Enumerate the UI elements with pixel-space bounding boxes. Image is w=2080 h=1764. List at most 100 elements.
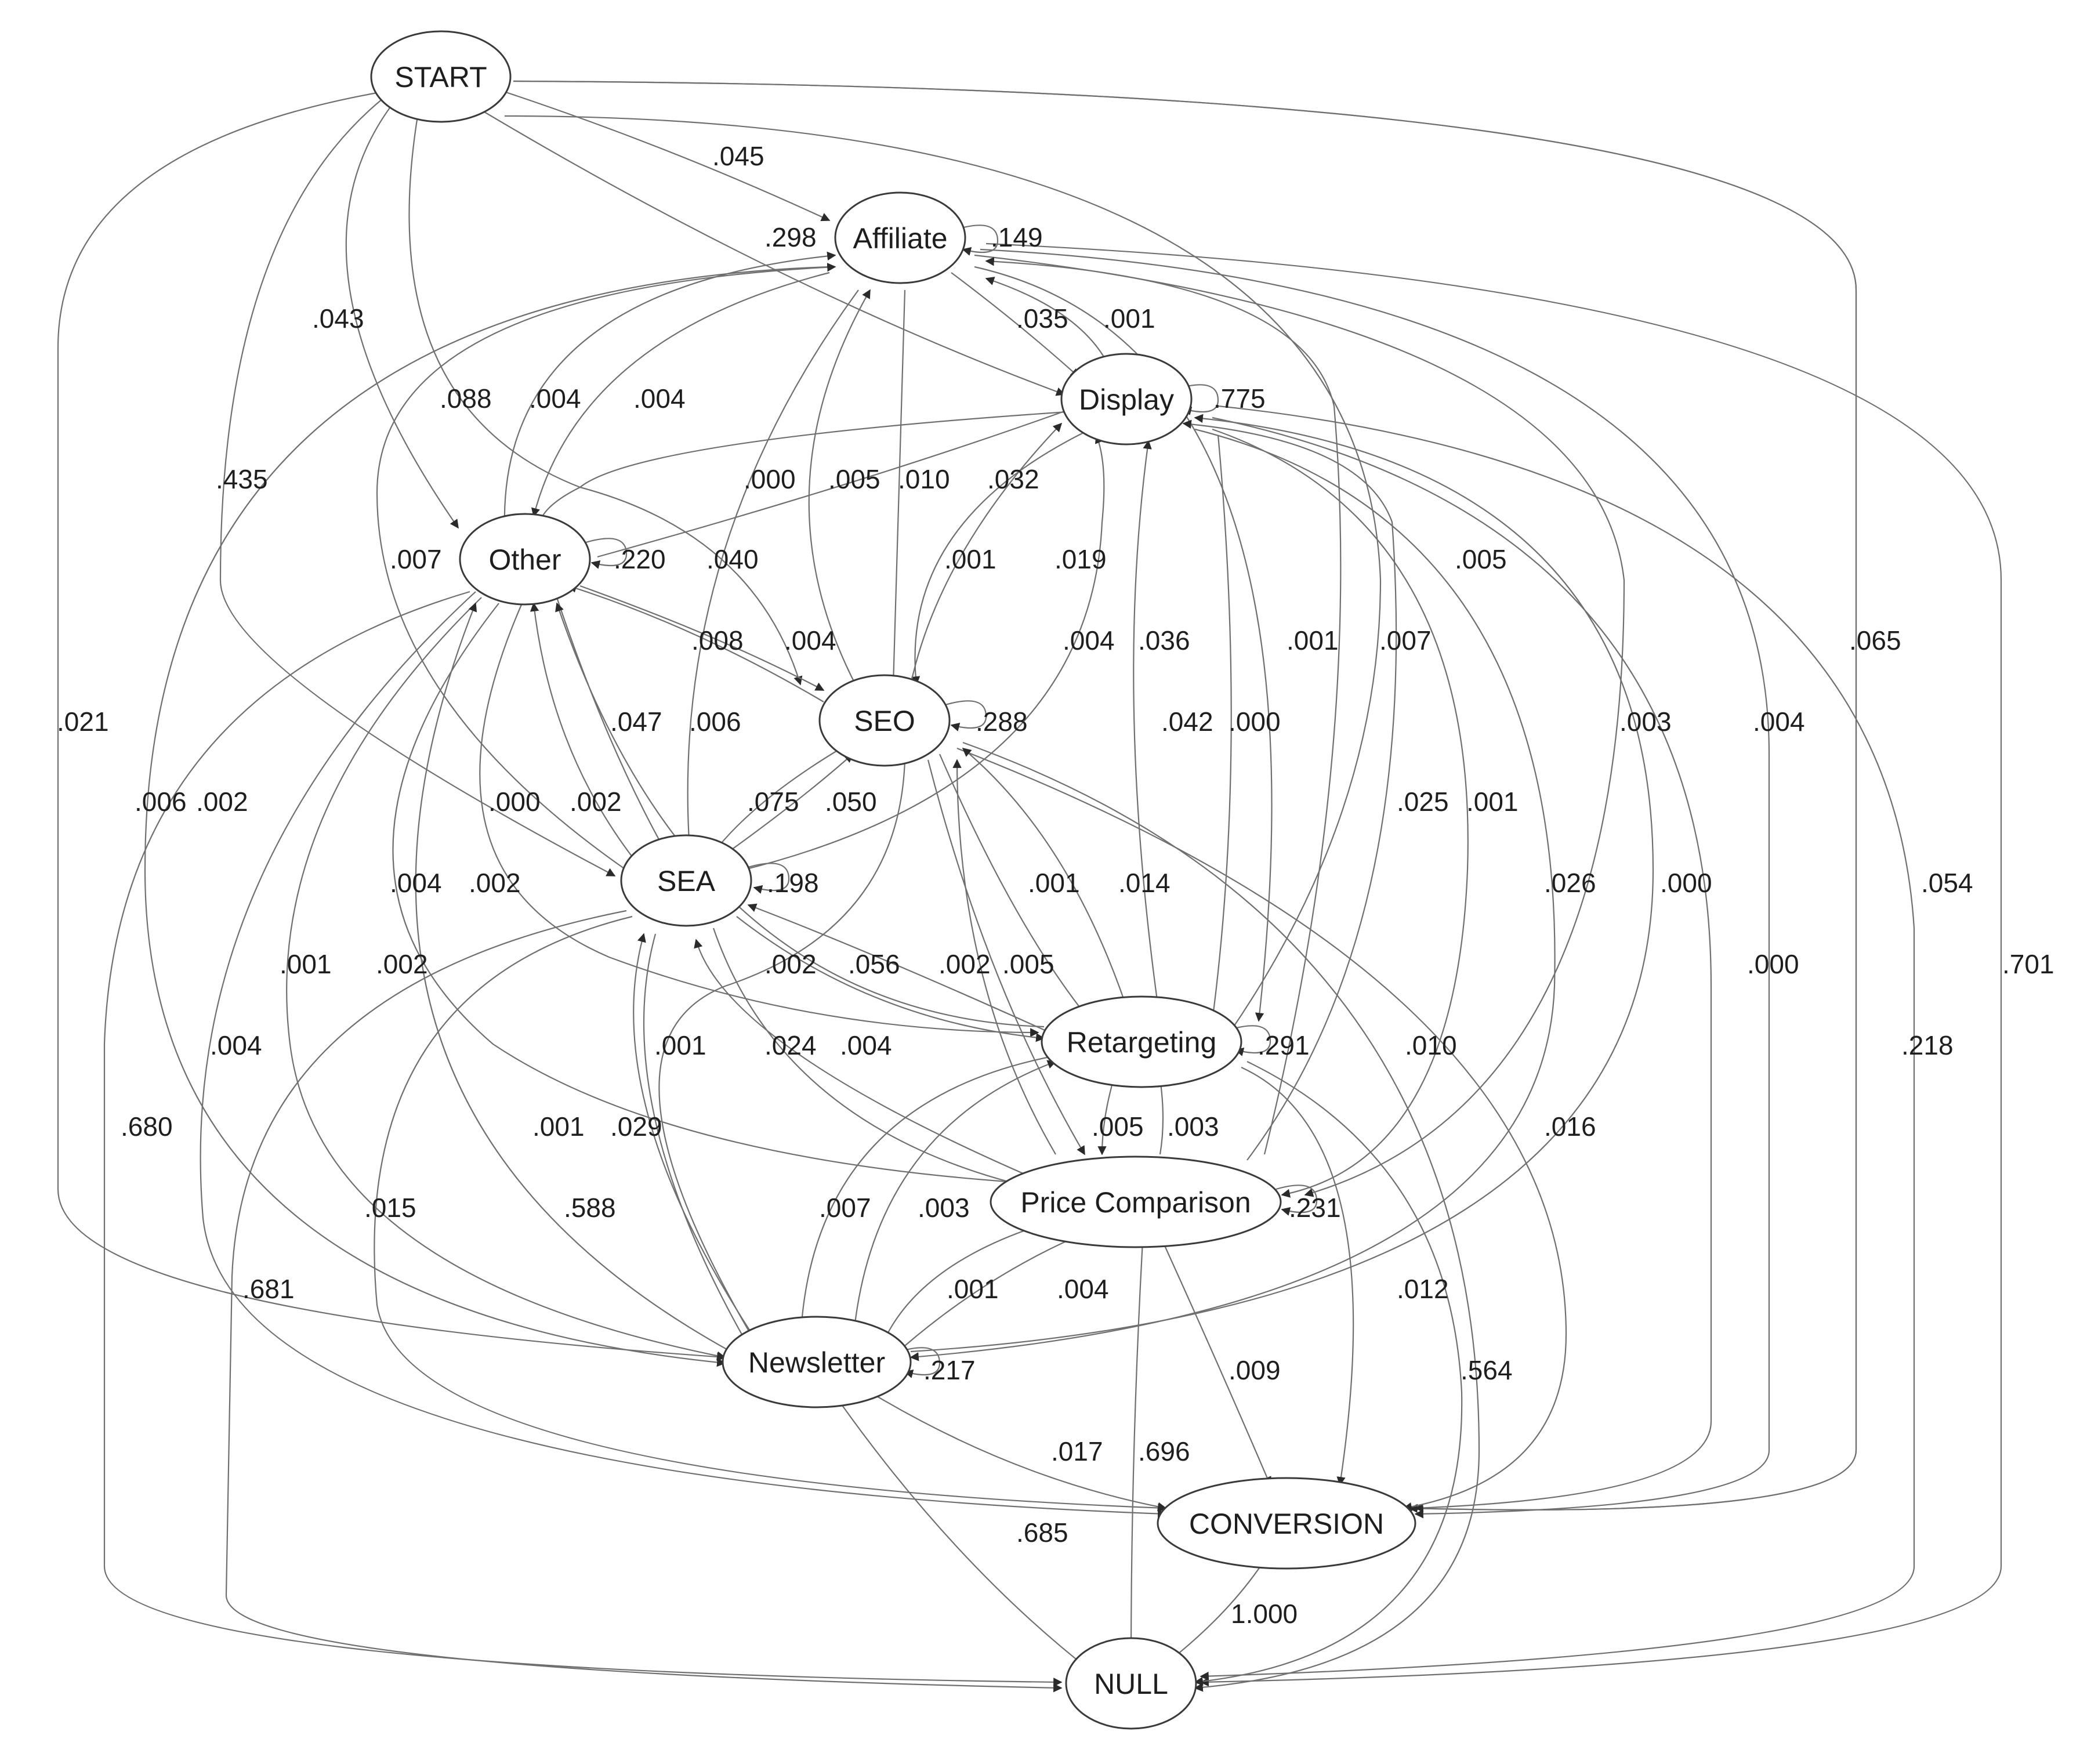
- edge-label: .008: [691, 625, 744, 655]
- node-seo-shape: [818, 674, 951, 767]
- edge-label: .032: [987, 464, 1039, 494]
- transition-edges: [57, 80, 2002, 1693]
- edge-seo-display: [909, 422, 1063, 685]
- edge-label: .012: [1397, 1274, 1449, 1304]
- edge-conversion-null: [1171, 1560, 1265, 1660]
- edge-label: .003: [1619, 707, 1672, 737]
- edge-sea-other: [530, 602, 639, 865]
- loop-retargeting: [1229, 1025, 1271, 1056]
- edge-pricecomparison-sea: [694, 939, 1033, 1179]
- edge-retargeting-display: [1133, 440, 1161, 1022]
- edge-affiliate-display: [951, 272, 1080, 378]
- edge-display-retargeting: [1209, 434, 1232, 1022]
- edge-label: .005: [828, 464, 880, 494]
- loop-pricecomparison: [1275, 1185, 1318, 1216]
- edge-newsletter-display: [910, 414, 1654, 1353]
- edge-label: .065: [1849, 625, 1901, 655]
- edge-label: 1.000: [1231, 1599, 1298, 1629]
- edge-sea-pricecomparison: [712, 928, 1039, 1192]
- edge-pricecomparison-seo: [952, 759, 1056, 1155]
- edge-label: .002: [196, 787, 248, 817]
- node-affiliate-label: Affiliate: [853, 222, 947, 255]
- node-display: Display: [1060, 353, 1193, 445]
- edge-affiliate-seo: [889, 289, 906, 686]
- edge-start-newsletter: [57, 92, 726, 1361]
- node-newsletter-label: Newsletter: [748, 1346, 885, 1379]
- edge-label: .017: [1051, 1436, 1103, 1466]
- edge-label: .000: [1660, 868, 1712, 898]
- edge-label: .007: [1379, 625, 1432, 655]
- edge-label: .685: [1016, 1517, 1068, 1548]
- edge-newsletter-null: [840, 1403, 1092, 1671]
- node-price-comparison: Price Comparison: [990, 1156, 1282, 1248]
- edge-label: .681: [242, 1274, 295, 1304]
- edge-label: .004: [633, 383, 686, 414]
- edge-start-pricecomparison: [513, 80, 1857, 1513]
- edge-pricecomparison-display: [1182, 419, 1397, 1161]
- edge-label: .007: [819, 1193, 871, 1223]
- node-retargeting: Retargeting: [1041, 995, 1242, 1088]
- edge-pricecomparison-null: [1126, 1241, 1144, 1666]
- edge-seo-pricecomparison: [927, 759, 1085, 1156]
- node-other-label: Other: [488, 544, 561, 576]
- edge-label: .026: [1544, 868, 1596, 898]
- edge-label: .775: [1213, 383, 1266, 414]
- loop-seo: [945, 700, 987, 731]
- edge-label: .000: [488, 787, 541, 817]
- edge-start-conversion: [513, 80, 1857, 1513]
- edge-display-conversion: [1212, 416, 1712, 1513]
- edge-label: .050: [825, 787, 877, 817]
- state-nodes: START Affiliate Display Other SEO SEA Re…: [370, 30, 1416, 1730]
- edge-label: .006: [689, 707, 741, 737]
- edge-label: .231: [1289, 1193, 1341, 1223]
- edge-label: .035: [1016, 303, 1068, 334]
- edge-affiliate-conversion: [980, 248, 1770, 1519]
- edge-affiliate-sea: [685, 289, 859, 860]
- edge-display-pricecomparison: [1212, 428, 1469, 1198]
- edge-retargeting-other: [555, 602, 1045, 1028]
- edge-label: .054: [1921, 868, 1973, 898]
- node-start-label: START: [394, 61, 487, 93]
- edge-retargeting-conversion: [1241, 1067, 1354, 1486]
- edge-label: .001: [1103, 303, 1155, 334]
- edge-label: .002: [376, 949, 428, 979]
- edge-label: .288: [976, 707, 1028, 737]
- edge-label: .010: [1405, 1030, 1457, 1060]
- edge-display-newsletter: [909, 428, 1556, 1361]
- node-display-shape: [1060, 353, 1193, 445]
- edge-sea-conversion: [374, 915, 1167, 1513]
- edge-start-affiliate: [490, 86, 831, 222]
- edge-sea-display: [742, 434, 1105, 871]
- edge-label: .198: [767, 868, 819, 898]
- edge-label: .004: [529, 383, 581, 414]
- edge-retargeting-sea: [747, 903, 1050, 1034]
- edge-label: .004: [1063, 625, 1115, 655]
- edge-label: .002: [938, 949, 991, 979]
- node-sea: SEA: [620, 834, 752, 927]
- edge-display-null: [1200, 405, 1915, 1681]
- edge-newsletter-sea: [633, 933, 760, 1346]
- edge-sea-affiliate: [376, 263, 836, 871]
- edge-label: .004: [1057, 1274, 1109, 1304]
- edge-other-conversion: [200, 591, 1167, 1519]
- edge-label: .004: [390, 868, 442, 898]
- edge-label: .009: [1229, 1355, 1281, 1385]
- edge-affiliate-retargeting: [974, 266, 1273, 1022]
- loop-display: [1177, 384, 1219, 415]
- edge-label: .047: [610, 707, 662, 737]
- loop-sea: [748, 863, 790, 894]
- edge-affiliate-pricecomparison: [974, 254, 1625, 1197]
- node-affiliate-shape: [834, 191, 966, 284]
- node-other: Other: [459, 513, 591, 606]
- edge-label: .001: [1287, 625, 1339, 655]
- edge-newsletter-pricecomparison: [904, 1234, 1080, 1346]
- edge-label: .043: [312, 303, 364, 334]
- edge-label: .680: [121, 1111, 173, 1142]
- edge-seo-newsletter: [658, 759, 906, 1341]
- edge-label: .001: [654, 1030, 706, 1060]
- edge-label: .696: [1138, 1436, 1190, 1466]
- edge-label: .024: [764, 1030, 817, 1060]
- edge-seo-sea: [713, 748, 842, 854]
- edge-display-seo: [911, 429, 1091, 686]
- edge-label: .006: [135, 787, 187, 817]
